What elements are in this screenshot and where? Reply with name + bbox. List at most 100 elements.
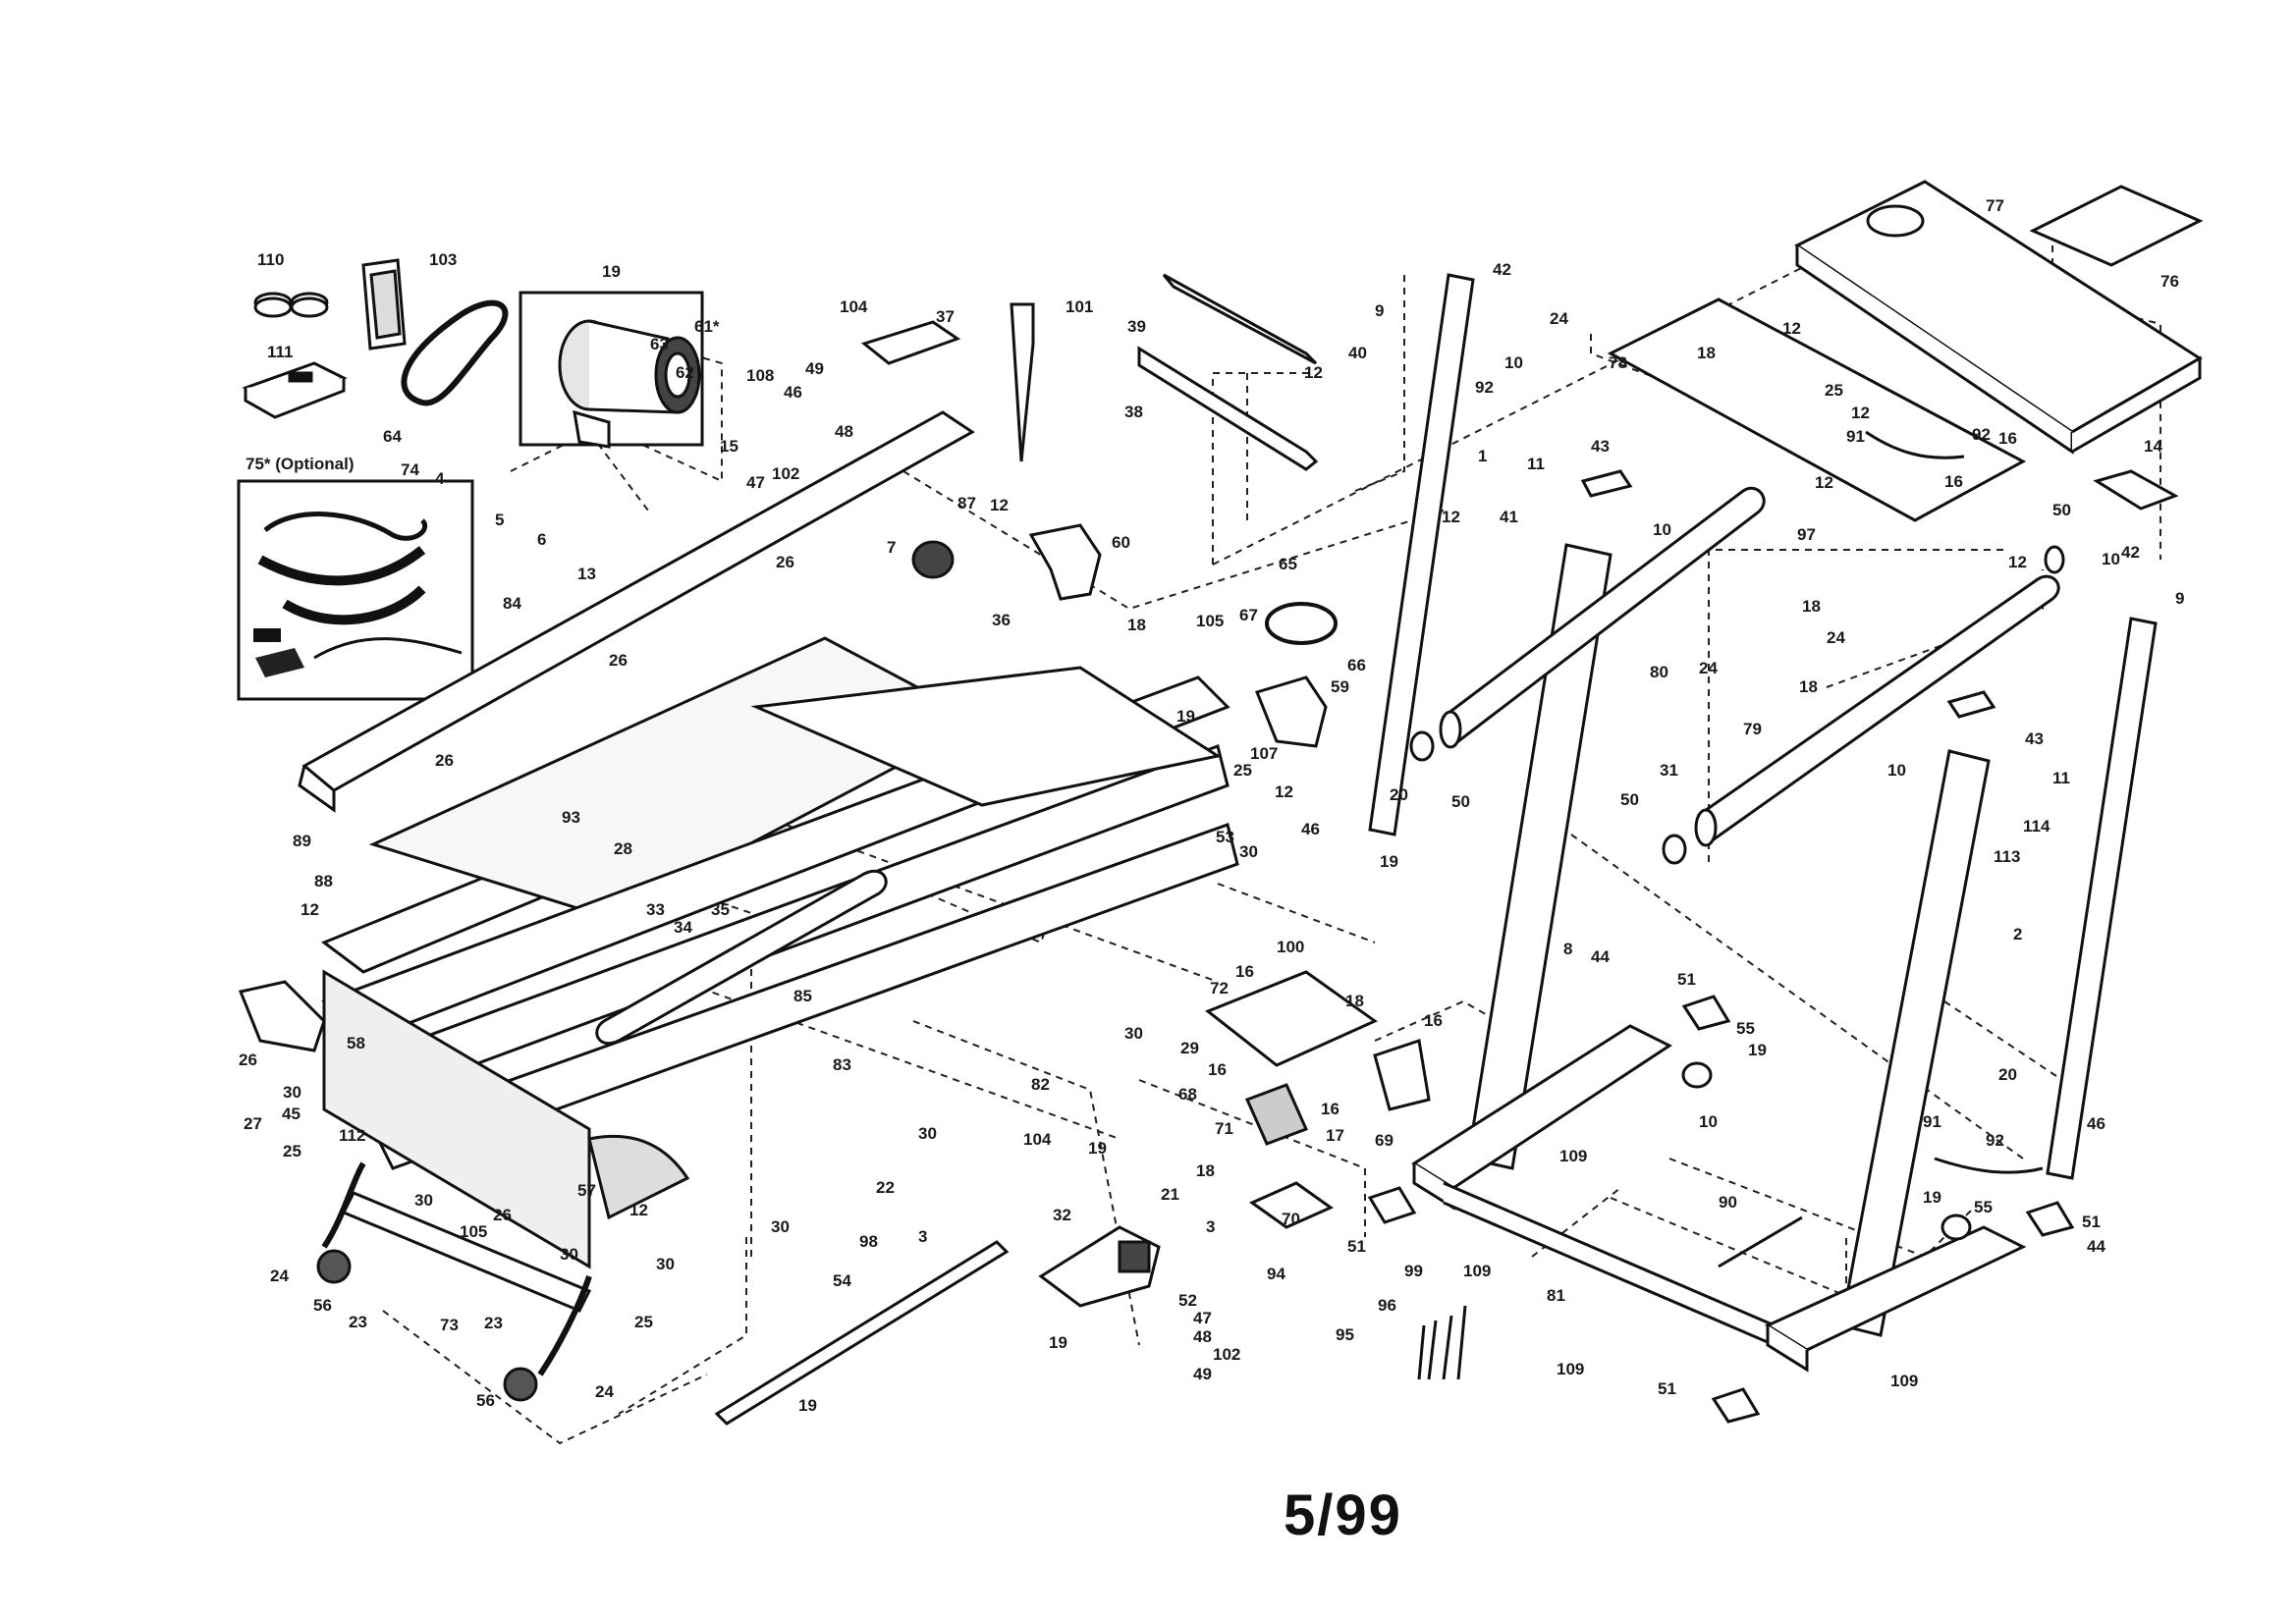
label-109c: 109 [1557,1360,1584,1378]
label-91: 91 [1846,427,1865,446]
label-18b: 18 [1127,616,1146,634]
label-4: 4 [435,469,445,488]
label-9b: 9 [2175,589,2184,608]
label-69: 69 [1375,1131,1394,1150]
label-6: 6 [537,530,546,549]
label-30d: 30 [918,1124,937,1143]
label-98: 98 [859,1232,878,1251]
label-12b: 12 [1782,319,1801,338]
label-51c: 51 [1347,1237,1366,1256]
part-81-base-frame [1411,1024,2027,1373]
label-85: 85 [793,987,812,1005]
label-109b: 109 [1463,1262,1491,1280]
label-52: 52 [1178,1291,1197,1310]
label-36: 36 [992,611,1011,629]
label-104: 104 [840,297,868,316]
label-96: 96 [1378,1296,1396,1315]
part-37-hood [860,320,961,365]
label-46c: 46 [2087,1114,2105,1133]
label-84: 84 [503,594,521,613]
label-12g: 12 [2008,553,2027,571]
label-49: 49 [805,359,824,378]
label-3: 3 [918,1227,927,1246]
part-85-roller [595,870,888,1045]
label-113: 113 [1994,847,2020,866]
label-109: 109 [1559,1147,1587,1165]
optional-box-caption: 75* (Optional) [246,455,355,473]
label-59: 59 [1331,677,1349,696]
label-58: 58 [347,1034,365,1052]
label-102: 102 [772,464,799,483]
part-101-tie [1010,302,1035,462]
label-16d: 16 [1424,1011,1443,1030]
label-67: 67 [1239,606,1258,624]
label-89: 89 [293,832,311,850]
label-10b: 10 [1653,520,1671,539]
label-25d: 25 [634,1313,653,1331]
label-47: 47 [746,473,765,492]
label-32: 32 [1053,1206,1071,1224]
label-26: 26 [776,553,794,571]
label-19c: 19 [1380,852,1398,871]
label-42: 42 [1493,260,1511,279]
part-73-rear-roller [316,1161,592,1402]
label-100: 100 [1277,938,1304,956]
label-91b: 91 [1923,1112,1941,1131]
part-111-key [242,361,348,419]
label-104b: 104 [1023,1130,1052,1149]
label-24e: 24 [595,1382,614,1401]
label-24c: 24 [1827,628,1845,647]
label-61: 61* [694,317,720,336]
label-5: 5 [495,511,504,529]
label-49b: 49 [1193,1365,1212,1383]
label-24d: 24 [270,1267,289,1285]
label-37: 37 [936,307,955,326]
label-74: 74 [401,460,419,479]
part-79-80-handrails [1439,487,2060,847]
part-77-console [1794,180,2203,455]
label-16c: 16 [1235,962,1254,981]
label-88: 88 [314,872,333,890]
part-110-wheels [253,292,329,318]
label-18: 18 [1697,344,1716,362]
label-109d: 109 [1890,1372,1918,1390]
label-94: 94 [1267,1265,1285,1283]
label-95: 95 [1336,1325,1354,1344]
label-48: 48 [835,422,853,441]
label-26c: 26 [435,751,454,770]
label-42b: 42 [2121,543,2140,562]
part-68-endcap [238,980,326,1052]
label-26e: 26 [493,1206,512,1224]
label-11b: 11 [2052,769,2070,787]
label-28: 28 [614,839,632,858]
label-12h: 12 [301,900,319,919]
label-30b: 30 [1124,1024,1143,1043]
label-16: 16 [1998,429,2017,448]
label-24: 24 [1550,309,1568,328]
label-39: 39 [1127,317,1146,336]
label-31: 31 [1660,761,1678,780]
label-10: 10 [1504,353,1523,372]
label-12f: 12 [1815,473,1833,492]
label-92: 92 [1475,378,1494,397]
label-68: 68 [1178,1085,1197,1104]
label-78: 78 [1609,353,1627,372]
label-19g: 19 [798,1396,817,1415]
label-38: 38 [1124,403,1143,421]
label-82: 82 [1031,1075,1050,1094]
part-78-console-base [1607,297,2027,522]
label-12: 12 [1304,363,1323,382]
label-10d: 10 [1887,761,1906,780]
label-14: 14 [2144,437,2162,456]
part-43-grips [1580,469,1996,719]
label-29: 29 [1180,1039,1199,1057]
label-25: 25 [1825,381,1843,400]
part-55-rollers [1681,1061,1972,1241]
label-56: 56 [313,1296,332,1315]
label-30f: 30 [560,1245,578,1264]
part-84-side-rail [298,410,975,813]
label-35: 35 [711,900,730,919]
label-19d: 19 [1748,1041,1767,1059]
part-68-70-controller [1205,970,1431,1229]
label-102b: 102 [1213,1345,1240,1364]
